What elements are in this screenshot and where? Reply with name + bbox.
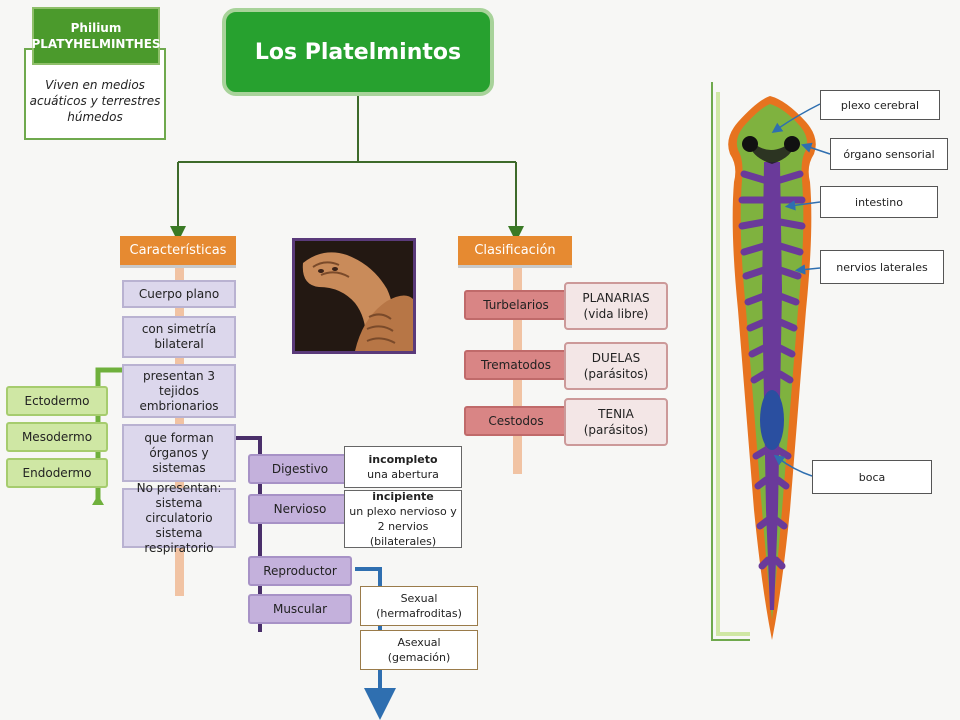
tejido-ectodermo: Ectodermo <box>6 386 108 416</box>
caracteristica-text: con simetría bilateral <box>141 322 217 351</box>
reproduccion-line2: (hermafroditas) <box>376 607 462 620</box>
ejemplo-note: (vida libre) <box>583 307 649 321</box>
tejido-text: Mesodermo <box>21 430 93 444</box>
sistema-text: Digestivo <box>271 462 329 476</box>
caracteristicas-header: Características <box>120 236 236 268</box>
tejido-endodermo: Endodermo <box>6 458 108 488</box>
sistema-text: Nervioso <box>273 502 327 516</box>
digestivo-desc-bold: incompleto <box>368 453 438 466</box>
main-title: Los Platelmintos <box>222 8 494 96</box>
label-text: boca <box>858 470 886 484</box>
ejemplo-planarias: PLANARIAS (vida libre) <box>564 282 668 330</box>
caracteristica-item: con simetría bilateral <box>122 316 236 358</box>
label-organo-sensorial: órgano sensorial <box>830 138 948 170</box>
caracteristica-item: No presentan: sistema circulatorio siste… <box>122 481 236 555</box>
reproduccion-line1: Sexual <box>400 592 438 605</box>
label-plexo-cerebral: plexo cerebral <box>820 90 940 120</box>
nervioso-desc-bold: incipiente <box>372 490 434 503</box>
nervioso-desc: incipiente un plexo nervioso y 2 nervios… <box>344 490 462 548</box>
caracteristica-text: presentan 3 tejidos embrionarios <box>139 368 219 413</box>
planarian-photo <box>292 238 416 354</box>
clase-turbelarios: Turbelarios <box>464 290 568 320</box>
planarian-anatomy-drawing <box>728 96 816 640</box>
caracteristica-text: que forman órganos y sistemas <box>144 430 214 475</box>
caracteristica-text: No presentan: sistema circulatorio siste… <box>136 480 222 555</box>
phylum-desc-line2: acuáticos y terrestres <box>29 94 161 108</box>
label-text: intestino <box>855 195 903 209</box>
caracteristica-text: Cuerpo plano <box>138 286 220 301</box>
clase-text: Turbelarios <box>483 298 549 312</box>
reproduccion-sexual: Sexual (hermafroditas) <box>360 586 478 626</box>
label-text: nervios laterales <box>836 260 928 274</box>
sistema-muscular: Muscular <box>248 594 352 624</box>
ejemplo-text: PLANARIAS <box>582 291 650 305</box>
caracteristica-item: presentan 3 tejidos embrionarios <box>122 364 236 418</box>
nervioso-desc-text: un plexo nervioso y 2 nervios (bilateral… <box>349 505 457 548</box>
ejemplo-tenia: TENIA (parásitos) <box>564 398 668 446</box>
phylum-desc-line1: Viven en medios <box>45 78 145 92</box>
label-text: plexo cerebral <box>840 98 920 112</box>
phylum-header: Philium PLATYHELMINTHES <box>31 7 161 65</box>
planarian-photo-image <box>295 241 413 351</box>
label-text: órgano sensorial <box>843 147 935 161</box>
ejemplo-duelas: DUELAS (parásitos) <box>564 342 668 390</box>
clase-text: Cestodos <box>488 414 544 428</box>
label-boca: boca <box>812 460 932 494</box>
ejemplo-note: (parásitos) <box>583 367 649 381</box>
clase-text: Trematodos <box>481 358 551 372</box>
sistema-text: Muscular <box>272 602 328 616</box>
caracteristicas-header-text: Características <box>129 243 227 258</box>
sistema-text: Reproductor <box>263 564 337 578</box>
digestivo-desc-text: una abertura <box>367 468 439 481</box>
sistema-reproductor: Reproductor <box>248 556 352 586</box>
phylum-desc-line3: húmedos <box>67 110 123 124</box>
tejido-text: Ectodermo <box>24 394 90 408</box>
phylum-line1: Philium <box>70 21 122 35</box>
clasificacion-header-text: Clasificación <box>474 243 556 258</box>
label-nervios-laterales: nervios laterales <box>820 250 944 284</box>
digestivo-desc: incompleto una abertura <box>344 446 462 488</box>
sistema-digestivo: Digestivo <box>248 454 352 484</box>
ejemplo-note: (parásitos) <box>583 423 649 437</box>
reproduccion-line1: Asexual <box>397 636 441 649</box>
ejemplo-text: DUELAS <box>591 351 641 365</box>
tejido-mesodermo: Mesodermo <box>6 422 108 452</box>
phylum-line2: PLATYHELMINTHES <box>31 37 161 51</box>
reproduccion-asexual: Asexual (gemación) <box>360 630 478 670</box>
ejemplo-text: TENIA <box>598 407 634 421</box>
reproduccion-line2: (gemación) <box>387 651 451 664</box>
clase-trematodos: Trematodos <box>464 350 568 380</box>
clasificacion-header: Clasificación <box>458 236 572 268</box>
tejido-text: Endodermo <box>22 466 92 480</box>
main-title-text: Los Platelmintos <box>254 39 462 65</box>
caracteristica-item: Cuerpo plano <box>122 280 236 308</box>
clase-cestodos: Cestodos <box>464 406 568 436</box>
caracteristica-item: que forman órganos y sistemas <box>122 424 236 482</box>
label-intestino: intestino <box>820 186 938 218</box>
